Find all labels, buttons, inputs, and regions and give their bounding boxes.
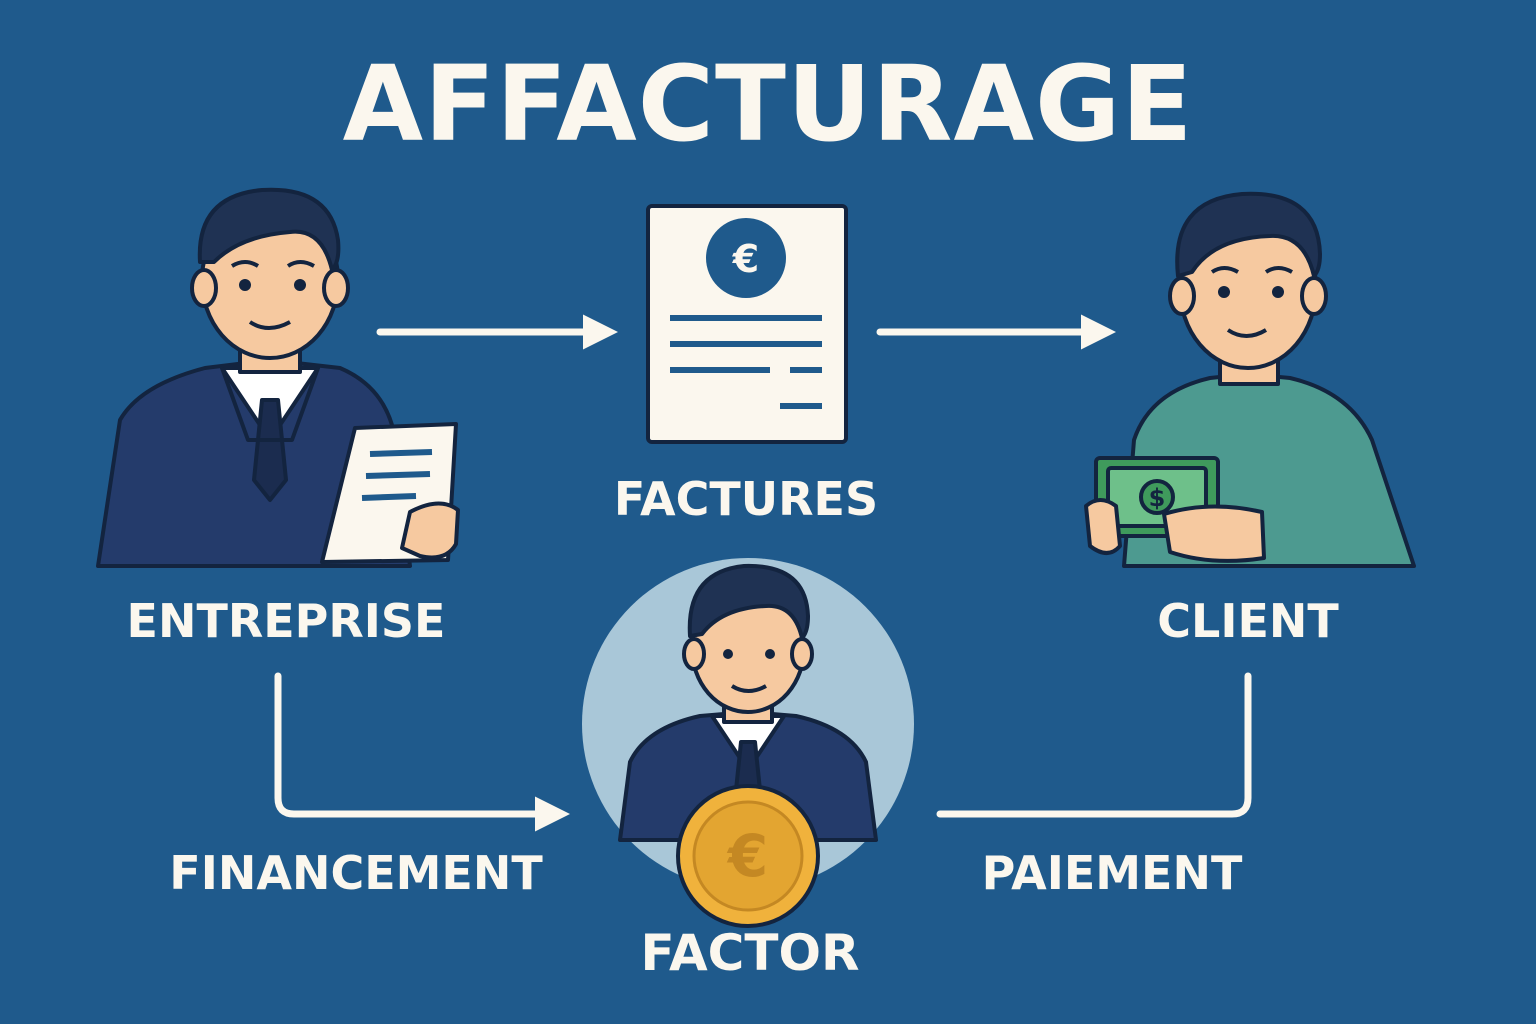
arrow-paiement [936,672,1252,818]
factor-person-icon [582,558,914,928]
paiement-label: PAIEMENT [981,846,1243,900]
arrow-financement [274,672,570,832]
client-label: CLIENT [1157,594,1339,648]
invoice-document-icon [646,204,848,444]
entreprise-label: ENTREPRISE [126,594,446,648]
client-person-icon [1084,191,1416,568]
diagram-title: AFFACTURAGE [342,43,1194,165]
coin-euro-symbol: € [726,822,768,890]
banknote-dollar-symbol: $ [1149,484,1166,512]
flow-arrows [274,314,1252,832]
financement-label: FINANCEMENT [169,846,543,900]
entreprise-person-icon [96,187,460,568]
factures-label: FACTURES [613,472,879,526]
factor-label: FACTOR [640,924,860,982]
invoice-euro-symbol: € [732,237,759,281]
